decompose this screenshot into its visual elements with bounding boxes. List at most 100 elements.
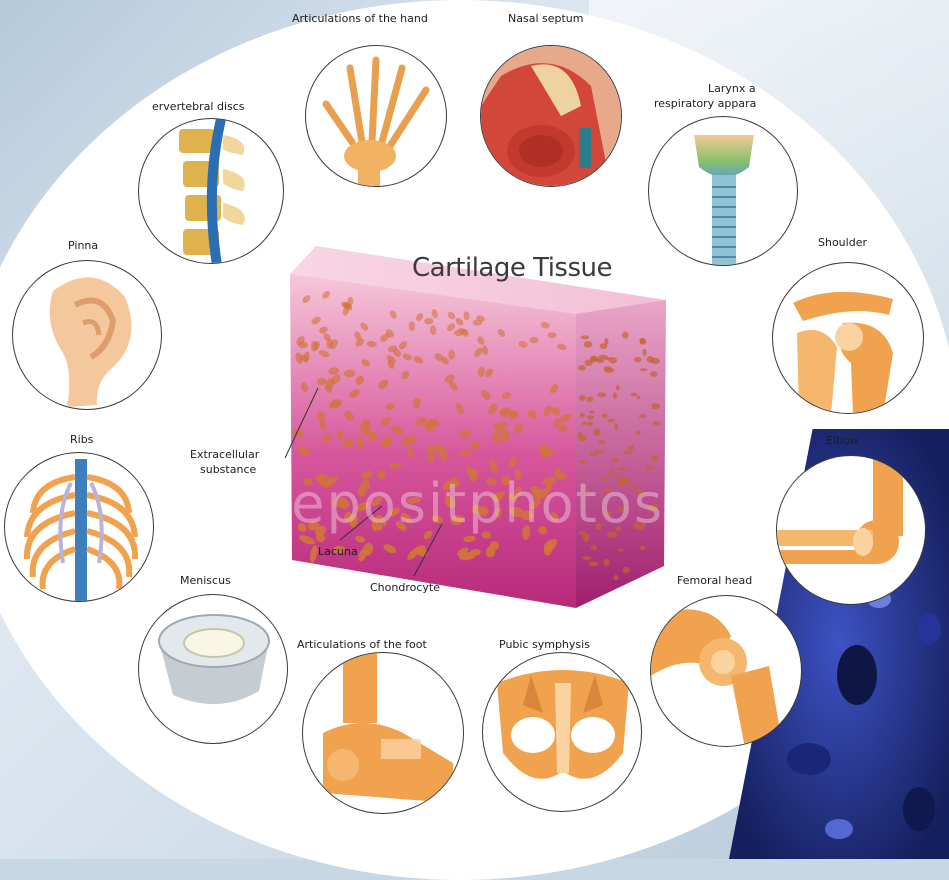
chondrocyte-cell bbox=[616, 385, 620, 391]
chondrocyte-cell bbox=[597, 393, 606, 398]
chondrocyte-cell bbox=[651, 403, 660, 409]
chondrocyte-cell bbox=[630, 393, 637, 397]
pubic-illustration bbox=[482, 652, 642, 812]
label-femoral: Femoral head bbox=[677, 574, 752, 587]
chondrocyte-cell bbox=[607, 419, 615, 422]
meniscus-illustration bbox=[138, 594, 288, 744]
chondrocyte-cell bbox=[409, 321, 415, 331]
nasal-illustration bbox=[480, 45, 622, 187]
chondrocyte-cell bbox=[640, 545, 646, 550]
chondrocyte-cell bbox=[599, 440, 606, 444]
chondrocyte-cell bbox=[581, 335, 589, 339]
label-larynx-1: Larynx a bbox=[708, 82, 756, 95]
chondrocyte-cell bbox=[622, 332, 628, 339]
chondrocyte-cell bbox=[614, 575, 619, 581]
chondrocyte-cell bbox=[615, 526, 621, 531]
elbow-illustration bbox=[776, 455, 926, 605]
chondrocyte-cell bbox=[586, 397, 593, 402]
chondrocyte-cell bbox=[623, 567, 630, 573]
label-meniscus: Meniscus bbox=[180, 574, 231, 587]
chondrocyte-cell bbox=[594, 429, 601, 436]
chondrocyte-cell bbox=[613, 392, 617, 398]
chondrocyte-cell bbox=[637, 490, 644, 496]
chondrocyte-cell bbox=[602, 414, 608, 419]
label-chondrocyte: Chondrocyte bbox=[370, 581, 440, 594]
meniscus-icon bbox=[139, 595, 288, 744]
chondrocyte-cell bbox=[603, 559, 609, 566]
chondrocyte-cell bbox=[579, 460, 588, 463]
label-shoulder: Shoulder bbox=[818, 236, 867, 249]
chondrocyte-cell bbox=[623, 450, 632, 455]
chondrocyte-cell bbox=[603, 511, 613, 516]
chondrocyte-cell bbox=[584, 538, 588, 542]
label-pubic: Pubic symphysis bbox=[499, 638, 590, 651]
chondrocyte-cell bbox=[646, 465, 653, 470]
diagram-title: Cartilage Tissue bbox=[412, 253, 612, 283]
chondrocyte-cell bbox=[609, 357, 617, 364]
foot-illustration bbox=[302, 652, 464, 814]
chondrocyte-cell bbox=[650, 371, 658, 377]
hand-bones-icon bbox=[306, 46, 447, 187]
chondrocyte-cell bbox=[651, 455, 659, 461]
shoulder-joint-icon bbox=[773, 263, 924, 414]
label-larynx-2: respiratory appara bbox=[654, 97, 756, 110]
chondrocyte-cell bbox=[631, 485, 639, 489]
chondrocyte-cell bbox=[580, 413, 585, 418]
label-elbow: Elbow bbox=[826, 434, 859, 447]
chondrocyte-cell bbox=[373, 524, 383, 531]
ribcage-icon bbox=[5, 453, 154, 602]
femoral-illustration bbox=[650, 595, 802, 747]
foot-bones-icon bbox=[303, 653, 464, 814]
label-extracellular: Extracellular bbox=[190, 448, 259, 461]
chondrocyte-cell bbox=[582, 556, 592, 560]
chondrocyte-cell bbox=[587, 415, 594, 420]
chondrocyte-cell bbox=[621, 481, 625, 486]
label-intervertebral: ervertebral discs bbox=[152, 100, 245, 113]
chondrocyte-cell bbox=[604, 487, 610, 493]
label-hand: Articulations of the hand bbox=[292, 12, 428, 25]
chondrocyte-cell bbox=[634, 357, 642, 362]
chondrocyte-cell bbox=[585, 360, 593, 366]
label-foot: Articulations of the foot bbox=[297, 638, 427, 651]
chondrocyte-cell bbox=[636, 396, 640, 400]
larynx-trachea-icon bbox=[649, 117, 798, 266]
chondrocyte-cell bbox=[653, 421, 661, 426]
chondrocyte-cell bbox=[617, 467, 626, 471]
chondrocyte-cell bbox=[628, 445, 634, 450]
chondrocyte-cell bbox=[584, 341, 593, 348]
cartilage-cube bbox=[276, 240, 671, 620]
chondrocyte-cell bbox=[616, 475, 621, 478]
chondrocyte-cell bbox=[595, 450, 600, 456]
chondrocyte-cell bbox=[618, 506, 627, 511]
chondrocyte-cell bbox=[588, 562, 598, 567]
chondrocyte-cell bbox=[607, 532, 617, 538]
chondrocyte-cell bbox=[588, 422, 594, 426]
chondrocyte-cell bbox=[639, 414, 647, 418]
chondrocyte-cell bbox=[599, 355, 608, 359]
chondrocyte-cell bbox=[614, 423, 618, 430]
chondrocyte-cell bbox=[579, 395, 586, 401]
elbow-joint-icon bbox=[777, 456, 926, 605]
hand-illustration bbox=[305, 45, 447, 187]
chondrocyte-cell bbox=[599, 450, 605, 454]
chondrocyte-cell bbox=[581, 422, 588, 426]
ear-icon bbox=[13, 261, 162, 410]
chondrocyte-cell bbox=[636, 431, 641, 435]
ribs-illustration bbox=[4, 452, 154, 602]
chondrocyte-cell bbox=[609, 469, 615, 476]
pinna-illustration bbox=[12, 260, 162, 410]
chondrocyte-cell bbox=[639, 338, 645, 344]
chondrocyte-cell bbox=[651, 358, 660, 364]
hip-joint-icon bbox=[651, 596, 802, 747]
chondrocyte-cell bbox=[601, 478, 608, 481]
label-ribs: Ribs bbox=[70, 433, 93, 446]
chondrocyte-cell bbox=[473, 320, 483, 326]
label-lacuna: Lacuna bbox=[318, 545, 358, 558]
larynx-illustration bbox=[648, 116, 798, 266]
chondrocyte-cell bbox=[589, 410, 594, 413]
chondrocyte-cell bbox=[638, 524, 645, 530]
chondrocyte-cell bbox=[647, 506, 654, 511]
spine-discs-icon bbox=[139, 119, 284, 264]
chondrocyte-cell bbox=[577, 432, 583, 438]
chondrocyte-cell bbox=[618, 549, 624, 552]
